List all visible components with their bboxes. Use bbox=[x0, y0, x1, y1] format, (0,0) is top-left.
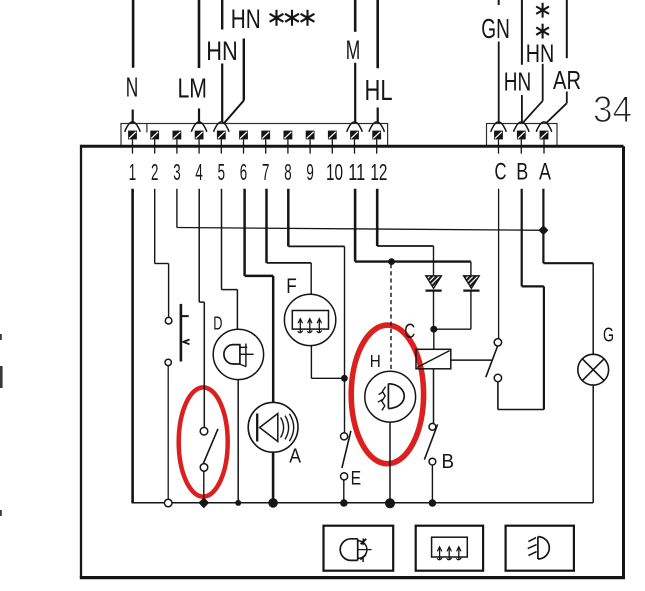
svg-text:1: 1 bbox=[129, 159, 136, 185]
svg-text:LM: LM bbox=[178, 73, 208, 104]
svg-text:C: C bbox=[404, 320, 415, 343]
svg-text:HN: HN bbox=[526, 40, 555, 68]
svg-text:B: B bbox=[442, 451, 455, 473]
svg-text:4: 4 bbox=[195, 159, 202, 185]
svg-text:GN: GN bbox=[481, 13, 510, 44]
svg-text:6: 6 bbox=[240, 159, 247, 185]
svg-text:11: 11 bbox=[348, 159, 365, 185]
svg-text:5: 5 bbox=[218, 159, 225, 185]
svg-text:D: D bbox=[213, 313, 222, 334]
svg-text:H: H bbox=[370, 351, 381, 371]
svg-text:HL: HL bbox=[365, 75, 393, 107]
svg-text:B: B bbox=[516, 159, 528, 186]
svg-text:3: 3 bbox=[173, 159, 180, 185]
svg-text:M: M bbox=[346, 35, 361, 65]
svg-text:8: 8 bbox=[284, 159, 291, 185]
svg-text:C: C bbox=[495, 159, 507, 186]
svg-text:F: F bbox=[286, 275, 297, 298]
svg-text:7: 7 bbox=[262, 159, 269, 185]
svg-text:9: 9 bbox=[306, 159, 313, 185]
svg-text:34: 34 bbox=[593, 89, 632, 130]
svg-text:N: N bbox=[126, 71, 139, 102]
svg-text:2: 2 bbox=[151, 159, 158, 185]
svg-text:AR: AR bbox=[553, 65, 581, 95]
svg-text:E: E bbox=[351, 468, 362, 489]
svg-text:HN: HN bbox=[206, 36, 238, 66]
svg-text:HN: HN bbox=[504, 66, 532, 96]
svg-text:HN: HN bbox=[231, 4, 261, 34]
svg-text:12: 12 bbox=[370, 159, 387, 185]
svg-text:A: A bbox=[539, 159, 551, 186]
svg-text:10: 10 bbox=[326, 159, 343, 185]
svg-text:A: A bbox=[289, 445, 301, 467]
svg-text:G: G bbox=[603, 325, 614, 347]
